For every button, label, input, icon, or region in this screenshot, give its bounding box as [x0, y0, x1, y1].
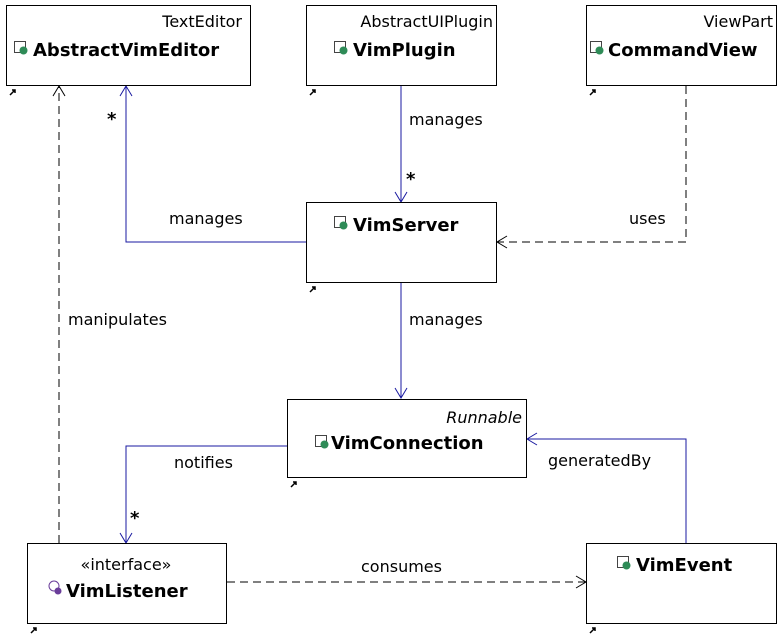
class-vim-connection[interactable]: Runnable VimConnection [287, 399, 527, 488]
class-icon [590, 41, 604, 55]
class-name: VimPlugin [353, 40, 456, 61]
class-name: VimServer [353, 215, 459, 236]
edge-label-uses: uses [629, 209, 666, 228]
class-vim-plugin[interactable]: AbstractUIPlugin VimPlugin [306, 5, 497, 96]
resize-handle-icon [290, 481, 297, 488]
class-name: CommandView [608, 40, 758, 61]
superclass-label: TextEditor [161, 12, 242, 31]
class-command-view[interactable]: ViewPart CommandView [586, 5, 777, 96]
superclass-label: ViewPart [703, 12, 773, 31]
class-abstract-vim-editor[interactable]: TextEditor AbstractVimEditor [6, 5, 251, 96]
edge-label-manages-connection: manages [409, 310, 483, 329]
edge-label-generated-by: generatedBy [548, 451, 651, 470]
edge-server-manages-connection [394, 282, 408, 399]
class-icon [334, 41, 348, 55]
resize-handle-icon [9, 89, 16, 96]
edge-label-consumes: consumes [361, 557, 442, 576]
class-name: VimConnection [331, 433, 484, 454]
class-icon [334, 216, 348, 230]
class-name: VimEvent [636, 555, 733, 576]
class-vim-listener[interactable]: «interface» VimListener [27, 543, 227, 634]
edge-event-generated-by-connection [526, 432, 687, 543]
edge-label-manages-editor: manages [169, 209, 243, 228]
class-vim-server[interactable]: VimServer [306, 202, 497, 293]
superclass-label: AbstractUIPlugin [360, 12, 493, 31]
class-icon [617, 556, 631, 570]
resize-handle-icon [309, 286, 316, 293]
multiplicity-listener: * [130, 508, 140, 529]
interface-icon [48, 580, 62, 595]
multiplicity-server: * [406, 169, 416, 190]
edge-label-manages-server: manages [409, 110, 483, 129]
class-vim-event[interactable]: VimEvent [586, 543, 777, 634]
edge-label-notifies: notifies [174, 453, 233, 472]
stereotype-label: «interface» [81, 555, 172, 574]
resize-handle-icon [309, 89, 316, 96]
class-name: AbstractVimEditor [33, 40, 219, 61]
class-icon [315, 435, 329, 449]
resize-handle-icon [589, 627, 596, 634]
edge-label-manipulates: manipulates [68, 310, 167, 329]
multiplicity-editor: * [107, 109, 117, 130]
resize-handle-icon [30, 627, 37, 634]
edge-listener-consumes-event [227, 575, 587, 589]
edge-listener-manipulates-editor [52, 85, 66, 543]
class-icon [14, 41, 28, 55]
interface-label: Runnable [446, 408, 522, 427]
class-name: VimListener [66, 581, 188, 602]
resize-handle-icon [589, 89, 596, 96]
